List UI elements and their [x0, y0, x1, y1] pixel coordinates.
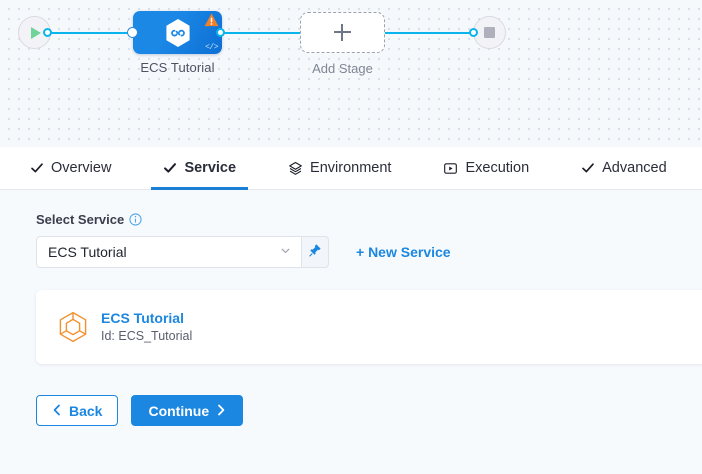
add-stage-button[interactable]: [300, 12, 385, 53]
tab-execution-label: Execution: [465, 160, 530, 176]
edge-stage-to-add: [222, 32, 306, 34]
layers-icon: [288, 161, 303, 176]
selected-service-text: ECS Tutorial Id: ECS_Tutorial: [101, 309, 192, 345]
continue-button[interactable]: Continue: [131, 395, 244, 426]
stage-node-ecs-tutorial[interactable]: </>: [133, 11, 222, 54]
chevron-left-icon: [52, 404, 62, 418]
service-cube-icon: [58, 311, 88, 344]
tab-service-label: Service: [184, 160, 237, 176]
service-select[interactable]: ECS Tutorial: [36, 236, 302, 268]
pipeline-canvas[interactable]: </> ECS Tutorial Add Stage: [0, 0, 702, 147]
play-box-icon: [443, 161, 458, 176]
service-select-value: ECS Tutorial: [48, 244, 127, 260]
back-button[interactable]: Back: [36, 395, 119, 426]
edge-start-to-stage: [44, 32, 136, 34]
selected-service-card[interactable]: ECS Tutorial Id: ECS_Tutorial: [36, 290, 702, 364]
tab-advanced[interactable]: Advanced: [569, 147, 679, 189]
plus-icon: [334, 24, 351, 41]
stop-square-icon: [484, 27, 495, 38]
tab-overview-label: Overview: [51, 160, 112, 176]
check-icon: [163, 161, 177, 175]
select-service-label-text: Select Service: [36, 212, 125, 227]
end-node-port[interactable]: [469, 28, 478, 37]
tab-advanced-label: Advanced: [602, 160, 667, 176]
chevron-right-icon: [216, 404, 226, 418]
tab-service[interactable]: Service: [151, 147, 248, 190]
tab-overview[interactable]: Overview: [18, 147, 123, 189]
edge-add-to-end: [383, 32, 478, 34]
stage-output-port[interactable]: [216, 28, 225, 37]
tab-environment[interactable]: Environment: [276, 147, 403, 189]
service-select-row: ECS Tutorial + New Service: [36, 236, 702, 268]
back-button-label: Back: [69, 402, 103, 419]
selected-service-id: Id: ECS_Tutorial: [101, 329, 193, 343]
footer-buttons: Back Continue: [36, 395, 702, 426]
check-icon: [581, 161, 595, 175]
continue-button-label: Continue: [148, 402, 210, 419]
info-icon[interactable]: [129, 213, 142, 226]
select-service-label: Select Service: [36, 212, 702, 227]
selected-service-name: ECS Tutorial: [101, 310, 184, 327]
chevron-down-icon: [279, 244, 292, 260]
tab-execution[interactable]: Execution: [431, 147, 541, 189]
code-brackets-icon: </>: [205, 43, 218, 52]
warning-triangle-icon[interactable]: [204, 13, 219, 27]
service-hexagon-icon: [165, 18, 190, 47]
stage-node-label: ECS Tutorial: [140, 60, 215, 75]
pipeline-end-node[interactable]: [473, 16, 506, 49]
start-node-port[interactable]: [43, 28, 52, 37]
check-icon: [30, 161, 44, 175]
step-tabs: Overview Service Environment Execution A…: [0, 147, 702, 190]
add-stage-label: Add Stage: [312, 61, 373, 76]
pin-service-button[interactable]: [302, 236, 329, 268]
pin-icon: [308, 243, 322, 262]
new-service-button[interactable]: + New Service: [356, 244, 451, 260]
tab-environment-label: Environment: [310, 160, 392, 176]
service-step-panel: Select Service ECS Tutorial + New Servic…: [0, 190, 702, 474]
stage-input-port[interactable]: [128, 28, 137, 37]
play-icon: [31, 26, 41, 39]
